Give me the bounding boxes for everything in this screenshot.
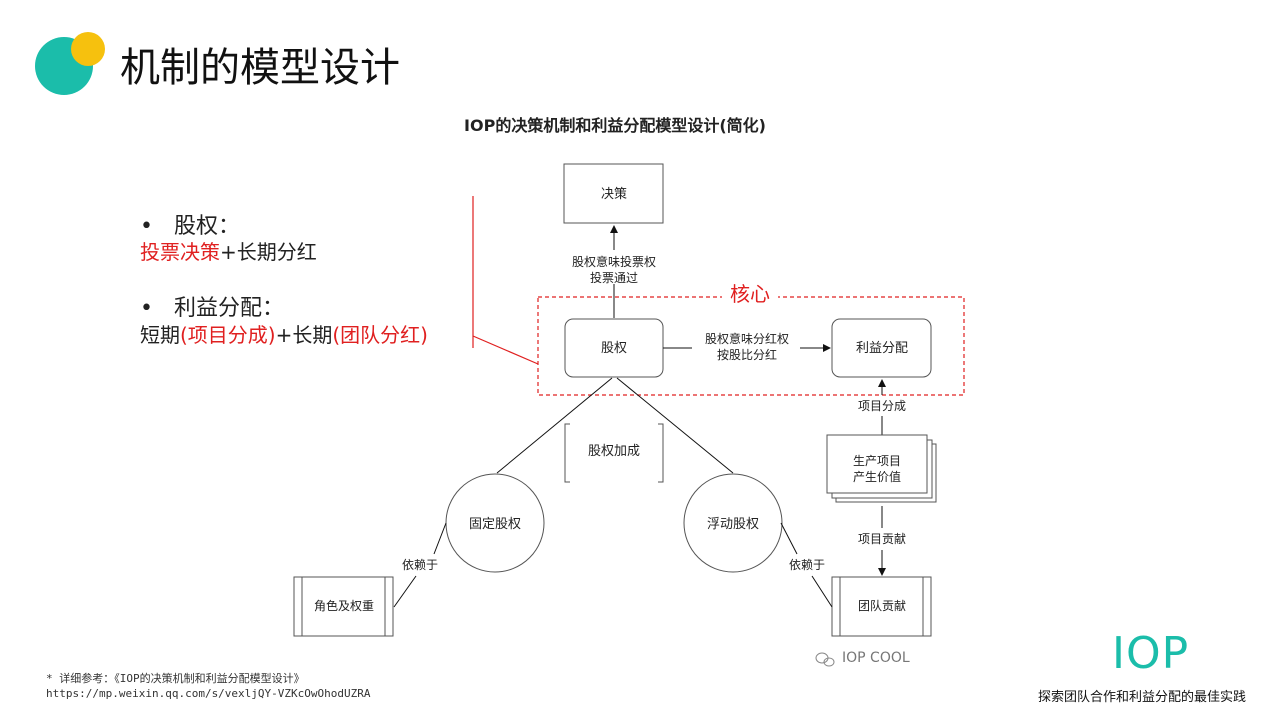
iop-logo: IOP (1112, 628, 1190, 679)
watermark-text: IOP COOL (842, 650, 910, 666)
team-contribution-node (831, 576, 932, 637)
bullet-benefit-part: +长期 (275, 323, 333, 347)
role-weight-label: 角色及权重 (314, 599, 374, 613)
edge-label-dividend-1: 股权意味分红权 (705, 331, 789, 346)
edge-floating-team-lower (811, 575, 833, 608)
edge-label-vote-2: 投票通过 (590, 270, 638, 285)
floating-equity-node (683, 473, 783, 573)
edge-label-vote-1: 股权意味投票权 (572, 254, 656, 269)
slogan: 探索团队合作和利益分配的最佳实践 (1038, 690, 1247, 705)
logo-yellow-circle (71, 32, 105, 66)
decision-node (563, 163, 664, 224)
floating-equity-label: 浮动股权 (707, 516, 759, 532)
edge-equity-fixed (496, 377, 613, 474)
edge-floating-team-upper (780, 522, 798, 555)
bullet-equity: • 股权： (140, 208, 240, 240)
role-weight-node (293, 576, 394, 637)
bullet-equity-part: +长期分红 (220, 240, 317, 264)
page-title: 机制的模型设计 (120, 45, 400, 91)
bullet-equity-title: 股权： (173, 214, 240, 239)
equity-add-bracket-left (564, 423, 570, 483)
equity-add-label: 股权加成 (588, 443, 640, 459)
production-node (826, 434, 928, 494)
fixed-equity-label: 固定股权 (469, 516, 521, 532)
bullet-equity-line: 投票决策+长期分红 (140, 236, 317, 265)
bullet-benefit-part: (团队分红) (332, 323, 428, 347)
bullet-benefit-part: 短期 (140, 323, 180, 347)
core-label: 核心 (730, 282, 770, 306)
bullet-benefit-part: (项目分成) (180, 323, 276, 347)
edge-fixed-role-lower (393, 575, 417, 608)
edge-label-project-share: 项目分成 (858, 399, 906, 413)
diagram-title: IOP的决策机制和利益分配模型设计(简化) (464, 116, 766, 135)
benefit-node (831, 318, 932, 378)
production-label-1: 生产项目 (853, 454, 901, 468)
team-contribution-label: 团队贡献 (858, 598, 906, 613)
edge-label-floating-depends: 依赖于 (789, 557, 825, 572)
edge-fixed-role-upper (433, 522, 447, 555)
bullet-benefit-line: 短期(项目分成)+长期(团队分红) (140, 319, 428, 348)
bullet-dot: • (140, 214, 153, 239)
edge-label-project-contribution: 项目贡献 (858, 531, 906, 546)
reference-title: * 详细参考：《IOP的决策机制和利益分配模型设计》 (46, 672, 305, 685)
bullet-dot: • (140, 296, 153, 321)
bullet-benefit: • 利益分配： (140, 290, 284, 322)
edge-equity-floating (616, 377, 734, 474)
bullet-equity-part: 投票决策 (140, 240, 220, 264)
callout-diagonal-line (472, 335, 539, 365)
core-label-bg (722, 282, 778, 306)
bullet-benefit-title: 利益分配： (173, 296, 284, 321)
edge-label-fixed-depends: 依赖于 (402, 557, 438, 572)
decision-label: 决策 (601, 186, 627, 202)
edge-label-dividend-2: 按股比分红 (717, 347, 777, 362)
equity-add-bracket-right (658, 423, 664, 483)
reference-url[interactable]: https://mp.weixin.qq.com/s/vexljQY-VZKcO… (46, 687, 371, 700)
wechat-icon (815, 652, 835, 667)
benefit-label: 利益分配 (856, 341, 908, 356)
production-label-2: 产生价值 (853, 469, 901, 484)
equity-label: 股权 (601, 340, 627, 356)
